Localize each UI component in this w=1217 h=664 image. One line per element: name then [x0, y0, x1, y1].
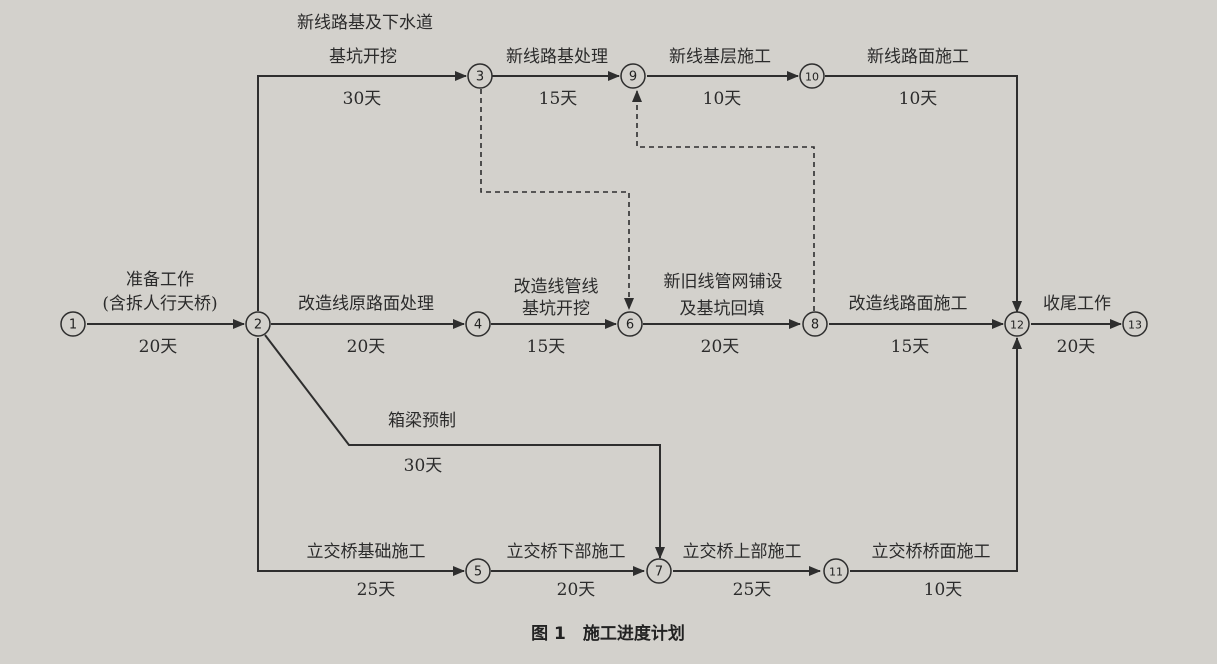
activity-duration-prep: 20天: [139, 337, 178, 357]
node-11: [823, 558, 849, 584]
arrow-2-5: [257, 338, 465, 576]
node-6: [617, 311, 643, 337]
node-8: [802, 311, 828, 337]
activity-label-bridge-deck: 立交桥桥面施工: [872, 542, 991, 562]
activity-label-new-subgrade-pit-1: 新线路基及下水道: [297, 13, 433, 33]
activity-duration-bridge-substructure: 20天: [557, 580, 596, 600]
activity-duration-new-subgrade-treat: 15天: [539, 89, 578, 109]
activity-label-new-subgrade-pit-2: 基坑开挖: [329, 47, 397, 67]
node-label-4: 4: [474, 318, 482, 333]
activity-label-new-subgrade-treat: 新线路基处理: [506, 47, 608, 67]
node-label-13: 13: [1128, 319, 1142, 332]
activity-label-new-pavement: 新线路面施工: [867, 47, 969, 67]
node-4: [465, 311, 491, 337]
activity-duration-finish: 20天: [1057, 337, 1096, 357]
activity-duration-old-road-treat: 20天: [347, 337, 386, 357]
activity-label-prep-2: (含拆人行天桥): [102, 294, 217, 314]
figure-caption: 图 1 施工进度计划: [531, 623, 685, 644]
arrow-2-7: [264, 334, 665, 559]
activity-duration-old-pavement: 15天: [891, 337, 930, 357]
dummy-arrow-8-9: [632, 90, 815, 311]
activity-label-bridge-superstructure: 立交桥上部施工: [683, 542, 802, 562]
activity-duration-new-subgrade-pit: 30天: [343, 89, 382, 109]
node-13: [1122, 311, 1148, 337]
node-label-1: 1: [69, 318, 77, 333]
activity-label-old-road-treat: 改造线原路面处理: [298, 294, 434, 314]
dummy-arrow-3-6: [480, 89, 634, 310]
activity-duration-box-girder: 30天: [404, 456, 443, 476]
activity-duration-bridge-foundation: 25天: [357, 580, 396, 600]
node-label-12: 12: [1010, 319, 1024, 332]
activity-label-old-pavement: 改造线路面施工: [849, 294, 968, 314]
activity-duration-pipe-network: 20天: [701, 337, 740, 357]
node-1: [60, 311, 86, 337]
node-10: [799, 63, 825, 89]
node-12: [1004, 311, 1030, 337]
activity-label-bridge-foundation: 立交桥基础施工: [307, 542, 426, 562]
activity-duration-new-base: 10天: [703, 89, 742, 109]
activity-duration-new-pavement: 10天: [899, 89, 938, 109]
arrow-10-12: [825, 75, 1022, 313]
activity-label-pipe-network-2: 及基坑回填: [680, 299, 765, 319]
node-label-5: 5: [474, 565, 482, 580]
node-label-10: 10: [805, 71, 819, 84]
node-label-6: 6: [626, 318, 634, 333]
activity-label-prep-1: 准备工作: [126, 270, 194, 290]
activity-label-finish: 收尾工作: [1043, 294, 1111, 314]
activity-label-pipe-network-1: 新旧线管网铺设: [664, 272, 783, 292]
activity-label-bridge-substructure: 立交桥下部施工: [507, 542, 626, 562]
node-3: [467, 63, 493, 89]
node-label-8: 8: [811, 318, 819, 333]
arrow-2-3: [257, 71, 467, 311]
node-label-2: 2: [254, 318, 262, 333]
node-9: [620, 63, 646, 89]
activity-label-new-base: 新线基层施工: [669, 47, 771, 67]
node-2: [245, 311, 271, 337]
node-label-7: 7: [655, 565, 663, 580]
activity-duration-bridge-deck: 10天: [924, 580, 963, 600]
activity-label-box-girder: 箱梁预制: [388, 411, 456, 431]
activity-label-pipe-pit-2: 基坑开挖: [522, 299, 590, 319]
node-label-11: 11: [829, 566, 843, 579]
node-label-3: 3: [476, 70, 484, 85]
node-7: [646, 558, 672, 584]
node-label-9: 9: [629, 70, 637, 85]
node-5: [465, 558, 491, 584]
activity-label-pipe-pit-1: 改造线管线: [514, 277, 599, 297]
activity-duration-pipe-pit: 15天: [527, 337, 566, 357]
activity-duration-bridge-superstructure: 25天: [733, 580, 772, 600]
arrow-11-12: [850, 337, 1022, 572]
